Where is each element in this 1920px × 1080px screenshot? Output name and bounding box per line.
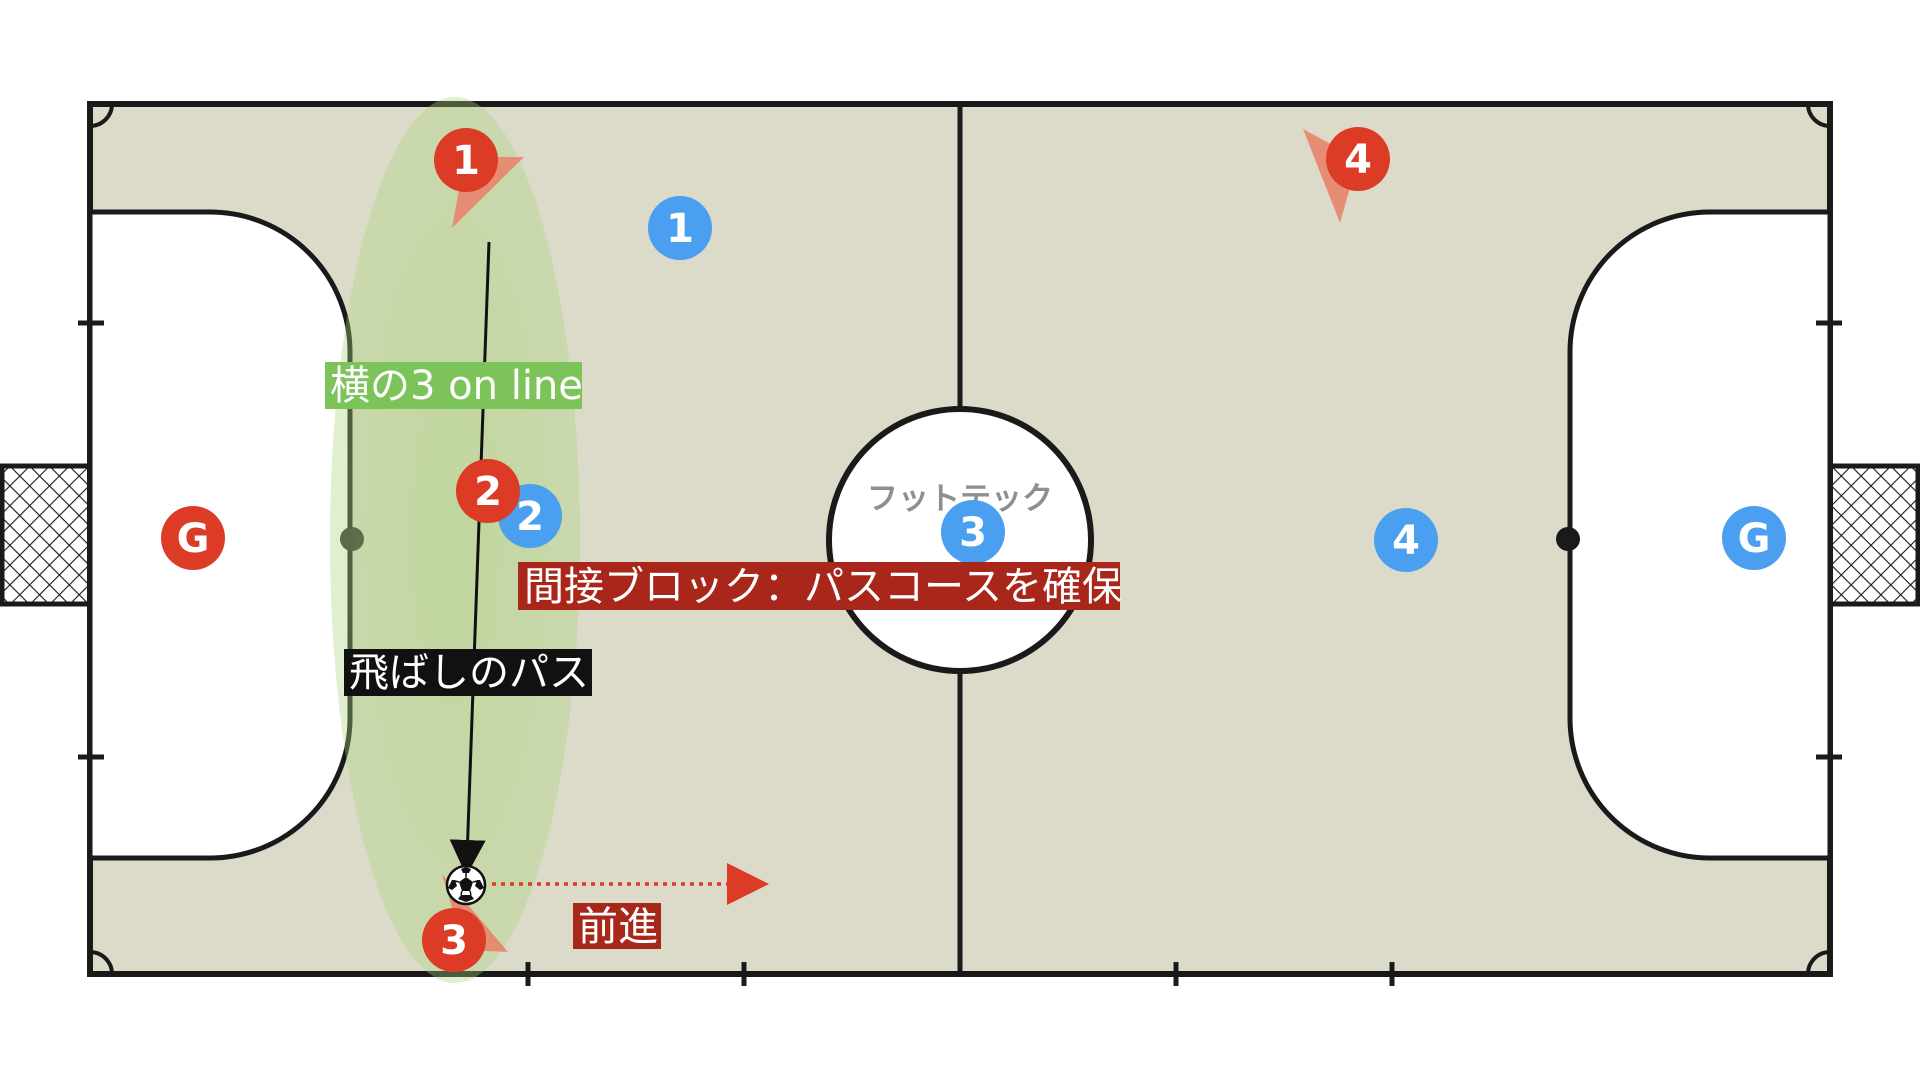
goal-net-icon <box>1827 463 1920 607</box>
right-penalty-spot <box>1556 527 1580 551</box>
red-goalkeeper[interactable]: G <box>161 506 225 570</box>
pass-arrow <box>449 241 491 876</box>
red-player-1[interactable]: 1 <box>434 128 498 192</box>
left-goal <box>0 463 93 607</box>
line-label: 横の3 on line <box>325 362 583 409</box>
soccer-ball-icon <box>445 864 487 906</box>
blue-player-1[interactable]: 1 <box>648 196 712 260</box>
red-player-2[interactable]: 2 <box>456 459 520 523</box>
red-player-2-label: 2 <box>474 469 502 515</box>
blue-player-3-label: 3 <box>959 510 987 556</box>
pass-label: 飛ばしのパス <box>344 649 592 696</box>
pass-label-text: 飛ばしのパス <box>349 650 589 696</box>
highlight-zone <box>330 97 580 983</box>
red-team: 1 2 3 4 G <box>161 127 1390 972</box>
court-tick-marks <box>78 320 1842 986</box>
blue-team: 1 2 3 4 G <box>498 196 1786 572</box>
block-label-text: 間接ブロック：パスコースを確保 <box>524 564 1122 610</box>
red-player-1-label: 1 <box>452 138 480 184</box>
advance-label-text: 前進 <box>578 904 658 950</box>
blue-player-1-label: 1 <box>666 206 694 252</box>
red-player-3-label: 3 <box>440 918 468 964</box>
blue-goalkeeper-label: G <box>1738 516 1771 562</box>
red-player-4-label: 4 <box>1344 137 1372 183</box>
block-label: 間接ブロック：パスコースを確保 <box>518 562 1122 610</box>
advance-label: 前進 <box>573 903 661 950</box>
blue-player-2-label: 2 <box>516 494 544 540</box>
right-penalty-area <box>1567 209 1833 861</box>
blue-player-4[interactable]: 4 <box>1374 508 1438 572</box>
blue-player-4-label: 4 <box>1392 518 1420 564</box>
right-goal <box>1827 463 1920 607</box>
goal-net-icon <box>0 463 93 607</box>
blue-player-3[interactable]: 3 <box>941 500 1005 564</box>
red-goalkeeper-label: G <box>177 516 210 562</box>
corner-arcs <box>89 103 1831 975</box>
line-label-text: 横の3 on line <box>330 363 583 409</box>
red-player-3[interactable]: 3 <box>422 908 486 972</box>
red-player-4[interactable]: 4 <box>1326 127 1390 191</box>
blue-goalkeeper[interactable]: G <box>1722 506 1786 570</box>
